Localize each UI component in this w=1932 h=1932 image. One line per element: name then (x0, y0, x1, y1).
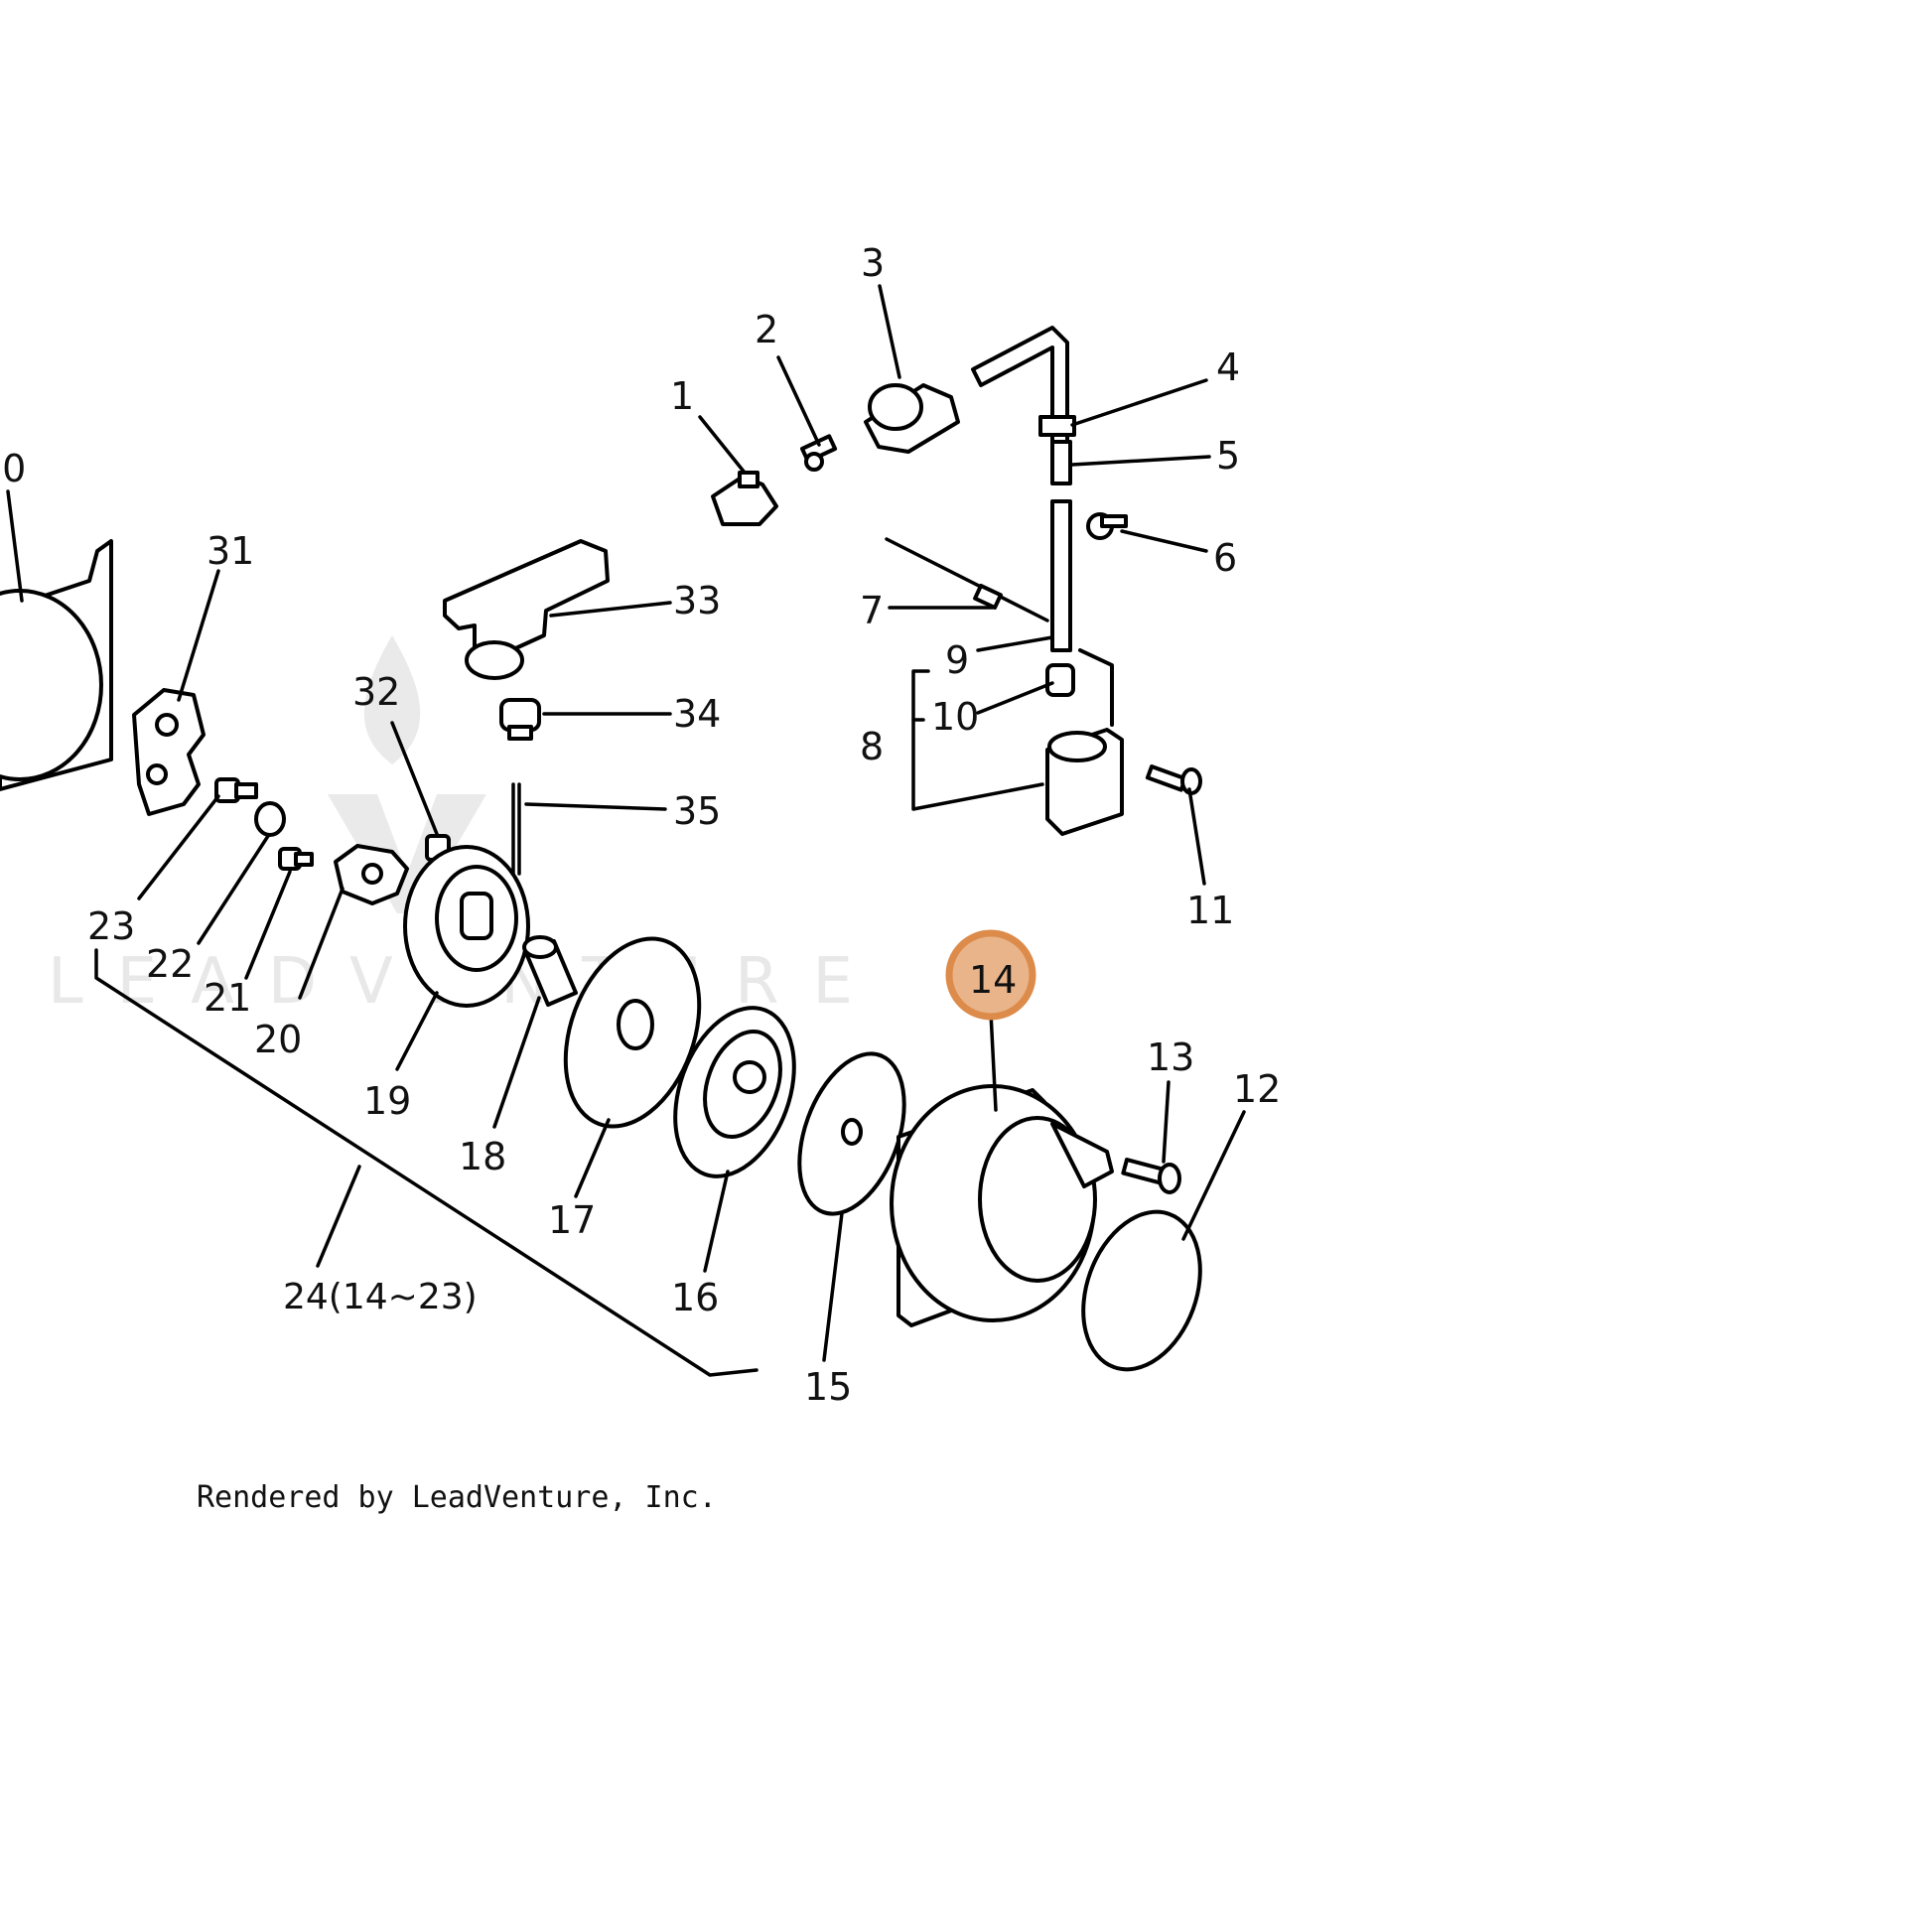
callout-19[interactable]: 19 (363, 1079, 411, 1123)
callout-14[interactable]: 14 (969, 958, 1017, 1002)
part-2-screw (800, 434, 838, 472)
callout-17[interactable]: 17 (548, 1198, 596, 1242)
part-19-pulley (403, 845, 530, 1008)
callout-11[interactable]: 11 (1186, 889, 1234, 932)
part-35-starter-rope (511, 782, 521, 876)
callout-30[interactable]: 30 (0, 447, 26, 490)
callout-15[interactable]: 15 (804, 1365, 852, 1409)
callout-31[interactable]: 31 (207, 529, 254, 573)
part-6-clip (1086, 512, 1128, 540)
part-14-case (890, 1084, 1114, 1327)
callout-33[interactable]: 33 (673, 579, 721, 622)
callout-6[interactable]: 6 (1213, 536, 1237, 580)
part-16-spring-case (673, 1006, 796, 1178)
callout-13[interactable]: 13 (1147, 1035, 1194, 1079)
part-15-plate (797, 1051, 906, 1216)
callout-3[interactable]: 3 (861, 241, 885, 285)
callout-16[interactable]: 16 (671, 1276, 719, 1319)
watermark-logo-icon (328, 635, 486, 913)
part-18-collar (522, 935, 578, 1007)
callout-22[interactable]: 22 (146, 942, 194, 986)
callout-5[interactable]: 5 (1216, 434, 1240, 478)
highlight-marker (945, 929, 1036, 1021)
part-34-grommet (499, 698, 541, 741)
callout-32[interactable]: 32 (352, 670, 400, 714)
part-10-boot (1045, 663, 1075, 697)
part-9-rod (1050, 499, 1072, 652)
callout-2[interactable]: 2 (755, 308, 778, 351)
callout-8[interactable]: 8 (860, 725, 884, 768)
part-3-knob (864, 383, 960, 454)
callout-4[interactable]: 4 (1216, 345, 1240, 389)
part-22-washer (254, 801, 286, 837)
callout-18[interactable]: 18 (459, 1135, 506, 1178)
part-1-switch (711, 471, 778, 526)
part-8-solenoid (1045, 648, 1124, 836)
part-33-handle (443, 539, 610, 680)
callout-1[interactable]: 1 (670, 374, 694, 418)
callout-24[interactable]: 24(14~23) (283, 1277, 478, 1317)
callout-12[interactable]: 12 (1233, 1067, 1281, 1111)
callout-20[interactable]: 20 (254, 1018, 302, 1061)
callout-35[interactable]: 35 (673, 789, 721, 833)
callout-23[interactable]: 23 (87, 904, 135, 948)
part-20-pawl (334, 844, 409, 905)
callout-21[interactable]: 21 (204, 976, 251, 1020)
callout-labels: 1 2 3 4 5 6 7 8 9 10 11 12 13 14 15 16 1… (0, 241, 1281, 1409)
part-7-cable (885, 537, 1049, 622)
part-23-bolt (214, 777, 258, 803)
credit-text: Rendered by LeadVenture, Inc. (197, 1480, 717, 1515)
part-13-bolt (1121, 1158, 1181, 1194)
callout-34[interactable]: 34 (673, 692, 721, 736)
callout-9[interactable]: 9 (945, 638, 969, 682)
leader-lines (6, 284, 1246, 1377)
callout-7[interactable]: 7 (860, 589, 884, 632)
part-21-bolt (278, 847, 314, 871)
part-30-housing (0, 539, 113, 791)
part-11-bolt (1145, 763, 1202, 795)
part-31-pawl-assembly (132, 688, 206, 816)
callout-10[interactable]: 10 (931, 695, 979, 739)
part-12-seal-ring (1081, 1209, 1202, 1372)
part-5-sleeve (1050, 440, 1072, 485)
